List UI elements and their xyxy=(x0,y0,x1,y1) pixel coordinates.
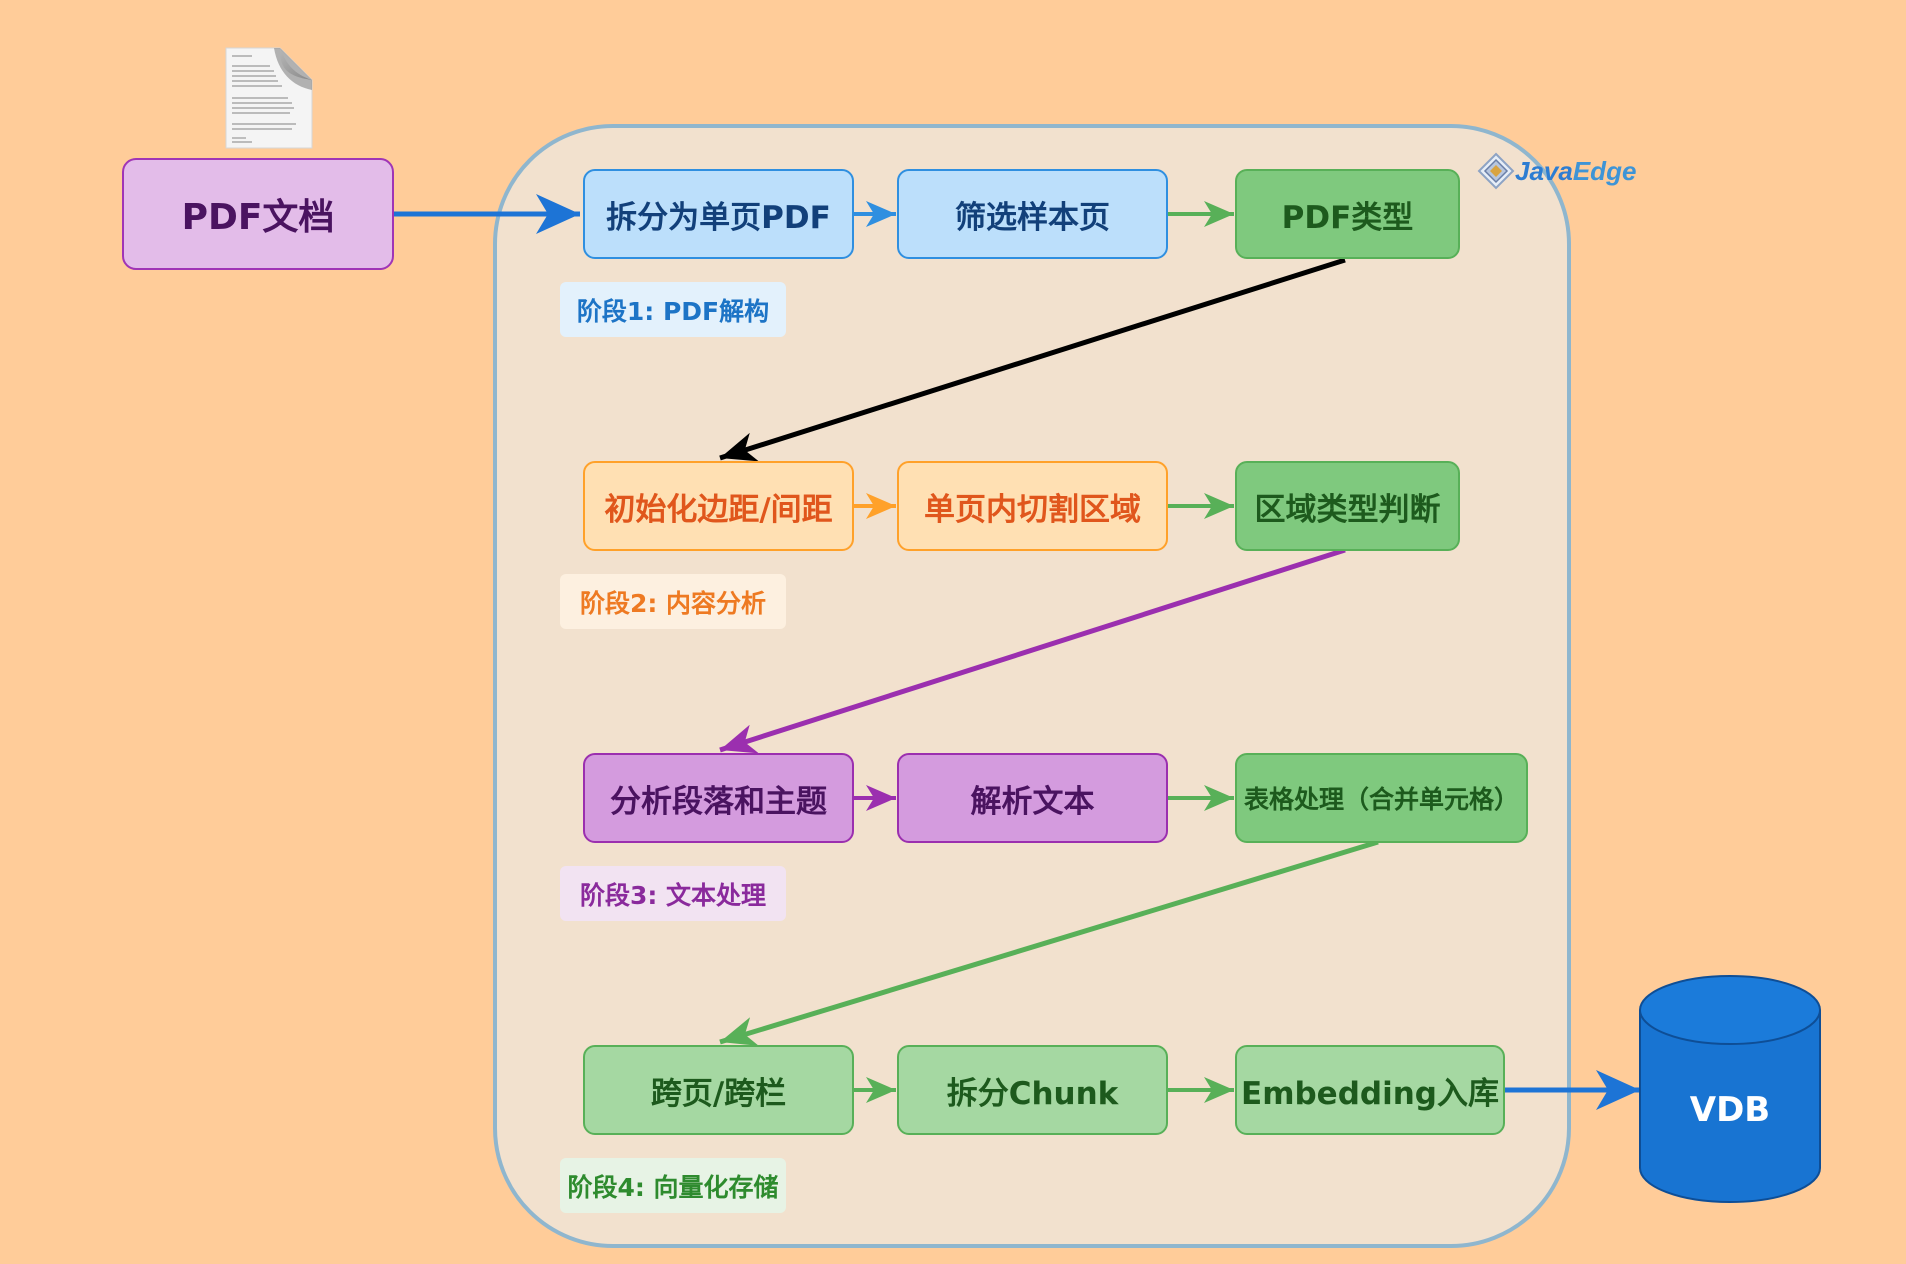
diamond-logo-icon xyxy=(1477,152,1515,190)
step-region-type: 区域类型判断 xyxy=(1235,461,1460,551)
step-split-pages: 拆分为单页PDF xyxy=(583,169,854,259)
stage-1-label: 阶段1: PDF解构 xyxy=(560,282,786,337)
database-cylinder-icon xyxy=(1639,975,1821,1203)
stage-4-label: 阶段4: 向量化存储 xyxy=(560,1158,786,1213)
step-embedding-store: Embedding入库 xyxy=(1235,1045,1505,1135)
document-icon xyxy=(225,47,313,149)
step-pdf-type: PDF类型 xyxy=(1235,169,1460,259)
step-filter-samples: 筛选样本页 xyxy=(897,169,1168,259)
stage-3-label: 阶段3: 文本处理 xyxy=(560,866,786,921)
vdb-label: VDB xyxy=(1689,1090,1771,1130)
step-init-margins: 初始化边距/间距 xyxy=(583,461,854,551)
arrow-region-to-paragraph xyxy=(719,547,1346,754)
arrow-table-to-crosspage xyxy=(719,839,1379,1046)
step-table-merge: 表格处理（合并单元格） xyxy=(1235,753,1528,843)
step-split-chunk: 拆分Chunk xyxy=(897,1045,1168,1135)
pdf-document-node: PDF文档 xyxy=(122,158,394,270)
step-cross-page: 跨页/跨栏 xyxy=(583,1045,854,1135)
arrow-type-to-init xyxy=(719,257,1346,462)
stage-2-label: 阶段2: 内容分析 xyxy=(560,574,786,629)
step-paragraph-topic: 分析段落和主题 xyxy=(583,753,854,843)
step-parse-text: 解析文本 xyxy=(897,753,1168,843)
step-cut-regions: 单页内切割区域 xyxy=(897,461,1168,551)
logo-text-java: Java xyxy=(1515,155,1573,186)
logo-text-edge: Edge xyxy=(1572,155,1637,186)
logo-text: JavaEdge xyxy=(1515,156,1636,187)
javaedge-logo: JavaEdge xyxy=(1477,152,1636,190)
